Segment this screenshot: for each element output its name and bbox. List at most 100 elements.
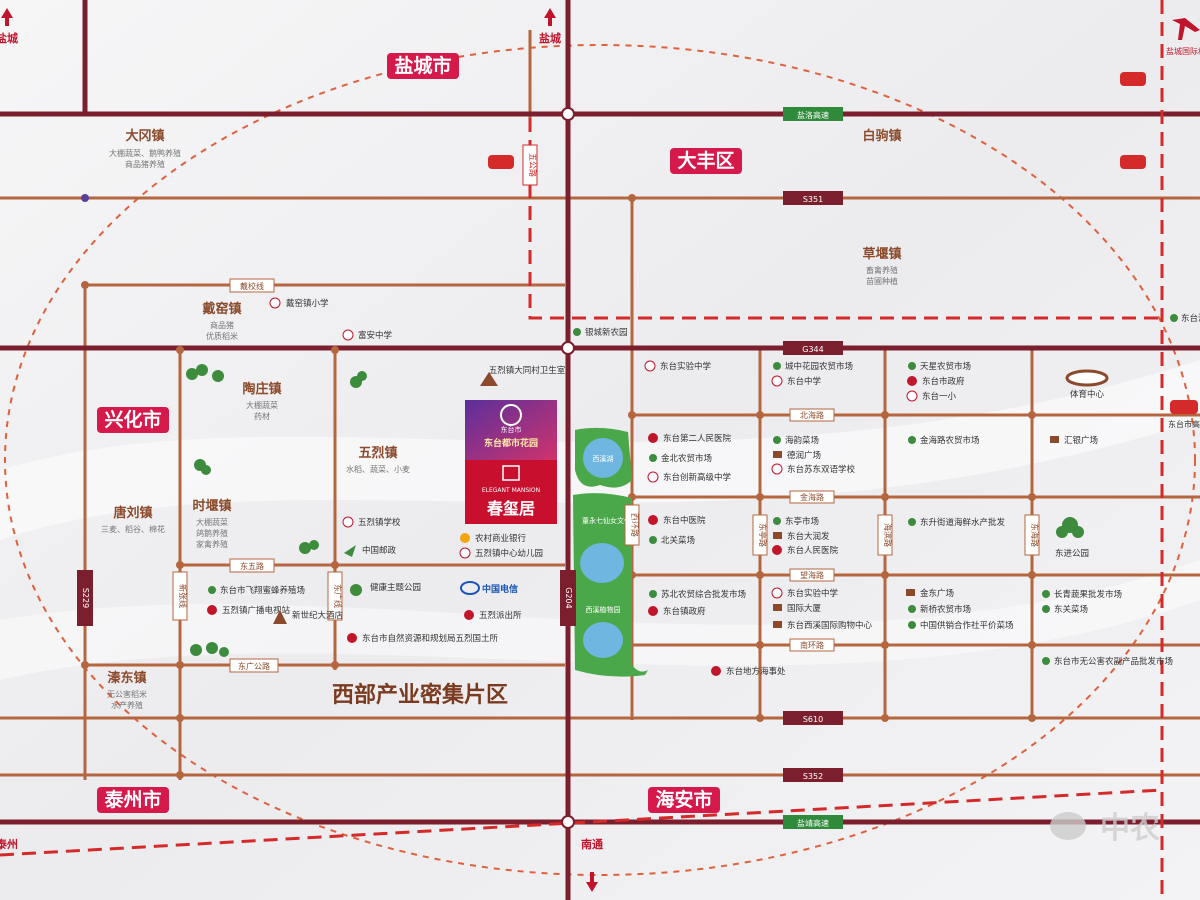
poi-fuan-school[interactable]: 富安中学 [342, 329, 393, 341]
svg-text:东台市政府: 东台市政府 [922, 376, 965, 387]
poi-gov-land[interactable]: 东台市自然资源和规划局五烈国土所 [347, 633, 499, 644]
poi-dongjin-park[interactable]: 东进公园 [1055, 548, 1089, 559]
poi-guomao[interactable]: 国际大厦 [773, 603, 822, 614]
city-badge-dafeng[interactable]: 大丰区 [670, 148, 742, 174]
road-label-wugong: 五公路 [522, 144, 538, 186]
svg-text:G344: G344 [802, 345, 823, 354]
city-badge-haian[interactable]: 海安市 [648, 787, 720, 813]
poi-railway-station[interactable]: 东台市高铁站 [1168, 419, 1200, 429]
poi-dongtai-high[interactable]: 东台中学 [771, 375, 822, 387]
poi-telecom[interactable]: 中国电信 [460, 581, 518, 595]
poi-kindergarten[interactable]: 五烈镇中心幼儿园 [459, 547, 543, 559]
poi-stadium[interactable]: 体育中心 [1065, 369, 1109, 400]
poi-rural-bank[interactable]: 农村商业银行 [460, 533, 527, 544]
poi-dongsheng[interactable]: 东升街道海鲜水产批发 [908, 517, 1006, 528]
svg-text:无公害稻米: 无公害稻米 [107, 689, 147, 699]
poi-shiyan-middle[interactable]: 东台实验中学 [771, 587, 839, 599]
poi-hospital2[interactable]: 东台第二人民医院 [648, 433, 732, 444]
poi-gongguan[interactable]: 东台市无公害农副产品批发市场 [1042, 656, 1173, 667]
poi-jinbei-market[interactable]: 金北农贸市场 [649, 453, 712, 464]
poi-xinhua-market[interactable]: 新桥农贸市场 [908, 604, 971, 615]
svg-text:优质稻米: 优质稻米 [206, 331, 238, 341]
town-tangliu: 唐刘镇 三麦、稻谷、棉花 [101, 505, 165, 534]
poi-hotel[interactable]: 新世纪大酒店 [273, 610, 344, 624]
svg-text:东台西溪国际购物中心: 东台西溪国际购物中心 [787, 620, 873, 631]
svg-text:北海路: 北海路 [800, 410, 824, 420]
poi-foreign-school[interactable]: 东台苏东双语学校 [771, 463, 856, 475]
poi-west-industrial[interactable]: 苏北农贸综合批发市场 [649, 589, 746, 600]
poi-post[interactable]: 中国邮政 [344, 545, 397, 557]
svg-text:药材: 药材 [254, 411, 270, 421]
poi-wulie-plaza[interactable]: 五烈镇广播电视站 [207, 605, 291, 616]
poi-haishi[interactable]: 东台地方海事处 [711, 666, 786, 677]
svg-text:白驹镇: 白驹镇 [862, 128, 901, 144]
city-badge-xinghua[interactable]: 兴化市 [97, 407, 169, 433]
poi-xixi-park[interactable]: 西溪植物园 [586, 605, 621, 614]
poi-xicheng-park[interactable]: 银城新农园 [573, 327, 628, 338]
poi-tianxing-market[interactable]: 天星农贸市场 [908, 361, 971, 372]
town-baiju: 白驹镇 [862, 128, 901, 144]
poi-dongtai-park[interactable]: 董永七仙女文化园 [582, 516, 638, 525]
city-badge-taizhou[interactable]: 泰州市 [97, 787, 169, 813]
poi-dehui-plaza[interactable]: 德润广场 [773, 450, 821, 461]
poi-police[interactable]: 五烈派出所 [464, 610, 522, 621]
poi-city-market[interactable]: 城中花园农贸市场 [773, 361, 853, 372]
svg-text:商品猪养殖: 商品猪养殖 [125, 159, 165, 169]
svg-text:畜禽养殖: 畜禽养殖 [866, 265, 898, 275]
poi-beiguan-market[interactable]: 北关菜场 [649, 535, 695, 546]
poi-jinhai-market[interactable]: 金海路农贸市场 [908, 435, 980, 446]
svg-text:盐靖高速: 盐靖高速 [797, 818, 829, 828]
poi-daiyao-school[interactable]: 戴窑镇小学 [269, 297, 329, 309]
svg-text:盐城: 盐城 [539, 31, 561, 45]
svg-text:东亭路: 东亭路 [758, 523, 768, 547]
city-badge-yancheng[interactable]: 盐城市 [387, 53, 459, 79]
poi-dongtai-gov2[interactable]: 东台镇政府 [648, 606, 706, 617]
road-label-dongguang-v: 东广线 [327, 571, 343, 621]
svg-text:中国邮政: 中国邮政 [362, 545, 397, 556]
decorative-swoosh [0, 560, 1200, 680]
poi-xiju[interactable]: 东台西溪国际购物中心 [773, 620, 873, 631]
svg-text:S610: S610 [803, 715, 823, 724]
svg-text:商品猪: 商品猪 [210, 320, 234, 330]
project-marker[interactable]: 东台市 东台都市花园 ELEGANT MANSION 春玺居 [465, 400, 557, 524]
svg-text:家禽养殖: 家禽养殖 [196, 539, 228, 549]
poi-wulie-school[interactable]: 五烈镇学校 [342, 516, 401, 528]
poi-huiyin-plaza[interactable]: 汇银广场 [1050, 435, 1098, 446]
poi-shiyan-school[interactable]: 东台实验中学 [644, 360, 712, 372]
poi-jindong-plaza[interactable]: 金东广场 [906, 588, 954, 599]
poi-xixi-lake[interactable]: 西溪湖 [593, 454, 614, 463]
svg-text:东台都市花园: 东台都市花园 [484, 437, 538, 449]
road-label-xinzhang: 新张线 [172, 571, 188, 621]
poi-people-hospital[interactable]: 东台人民医院 [772, 545, 839, 556]
poi-dongtai-no1[interactable]: 东台一小 [906, 390, 957, 402]
poi-changqing[interactable]: 长青蔬果批发市场 [1042, 589, 1122, 600]
poi-wulie-hospital[interactable]: 五烈镇大同村卫生室 [480, 365, 566, 386]
svg-text:东台一小: 东台一小 [922, 391, 957, 402]
poi-city-gov[interactable]: 东台市政府 [907, 376, 965, 387]
svg-text:海安市: 海安市 [655, 788, 712, 811]
svg-text:中国供销合作社平价菜场: 中国供销合作社平价菜场 [920, 620, 1014, 631]
town-qindong: 溱东镇 无公害稻米 水产养殖 [107, 670, 147, 710]
poi-haiyun-market[interactable]: 海韵菜场 [773, 435, 819, 446]
svg-text:西溪湖: 西溪湖 [593, 454, 614, 463]
svg-text:银城新农园: 银城新农园 [585, 327, 628, 338]
poi-chuangxin-school[interactable]: 东台创新高级中学 [647, 471, 732, 483]
poi-dongtai-mall[interactable]: 东台大润发 [773, 531, 830, 542]
svg-text:东台实验中学: 东台实验中学 [660, 361, 712, 372]
svg-text:新世纪大酒店: 新世纪大酒店 [292, 610, 344, 621]
poi-tcm-hospital[interactable]: 东台中医院 [648, 515, 706, 526]
poi-farm[interactable]: 东台市飞翔蜜蜂养殖场 [208, 585, 305, 596]
town-daiyao: 戴窑镇 商品猪 优质稻米 [202, 301, 241, 341]
poi-dongtou[interactable]: 东台港 [1170, 313, 1200, 324]
svg-text:东台地方海事处: 东台地方海事处 [726, 666, 786, 677]
svg-text:S352: S352 [803, 772, 823, 781]
poi-dongting-market[interactable]: 东亭市场 [773, 516, 819, 527]
svg-text:东广线: 东广线 [333, 584, 343, 608]
poi-coop[interactable]: 中国供销合作社平价菜场 [908, 620, 1014, 631]
poi-park-health[interactable]: 健康主题公园 [370, 582, 421, 593]
intersections [561, 107, 575, 829]
svg-text:时堰镇: 时堰镇 [192, 498, 231, 514]
poi-dongguan-market[interactable]: 东关菜场 [1042, 604, 1088, 615]
svg-text:五烈镇广播电视站: 五烈镇广播电视站 [222, 605, 291, 616]
